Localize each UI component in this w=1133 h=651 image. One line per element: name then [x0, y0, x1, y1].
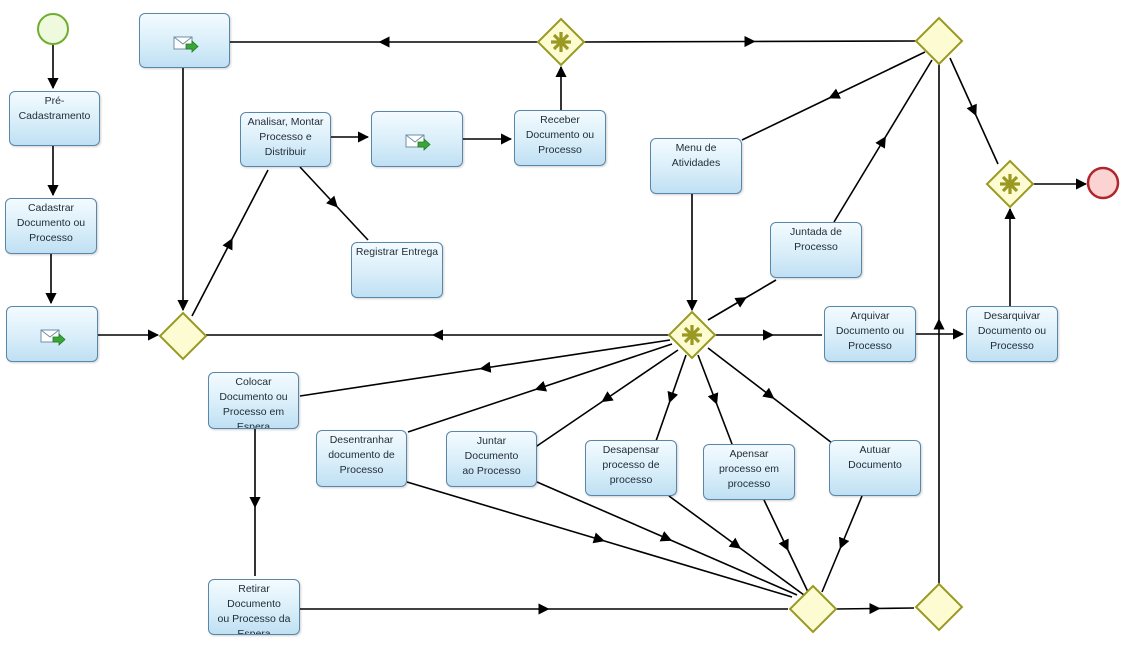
task-label: Registrar Entrega [355, 246, 439, 258]
complex-marker-icon [551, 32, 571, 52]
task-label: Autuar Documento [848, 444, 902, 471]
flow-desentranhar-gwbottom [406, 481, 793, 598]
flow-analisar-registrar [299, 166, 369, 241]
task-registrar[interactable]: Registrar Entrega [351, 242, 443, 298]
task-label: Pré-Cadastramento [18, 95, 91, 122]
flow-juntada-gwtop [833, 59, 933, 223]
flow-autuar-gwbottom [821, 495, 863, 593]
task-send-left[interactable] [6, 306, 98, 362]
flow-center-apensar [697, 354, 733, 445]
flow-gwtop-menu [741, 51, 926, 141]
envelope-send-icon [40, 329, 66, 346]
envelope-send-icon [173, 36, 199, 53]
gw-top-mid-gateway[interactable] [536, 17, 586, 67]
flow-center-colocar [299, 339, 671, 397]
task-autuar[interactable]: Autuar Documento [829, 440, 921, 496]
gw-right-gateway[interactable] [985, 159, 1035, 209]
start-event[interactable] [37, 13, 69, 45]
gw-top-right-gateway[interactable] [914, 16, 964, 66]
gw-bottom-gateway[interactable] [788, 584, 838, 634]
task-send-mid[interactable] [371, 111, 463, 167]
flow-center-desentranhar [407, 343, 673, 433]
gw-center-gateway[interactable] [667, 310, 717, 360]
flow-desapensar-gwbottom [668, 495, 805, 596]
flow-gw-gwtop [583, 35, 917, 48]
flow-center-juntada [707, 279, 777, 321]
task-pre-cadastramento[interactable]: Pré-Cadastramento [9, 91, 100, 146]
flow-juntar-gwbottom [536, 481, 798, 596]
gw-left-gateway[interactable] [158, 311, 208, 361]
complex-marker-icon [1000, 174, 1020, 194]
flow-gw-analisar [191, 169, 269, 317]
flow-center-autuar [707, 347, 833, 444]
complex-marker-icon [682, 325, 702, 345]
envelope-send-icon [405, 134, 431, 151]
gw-bottom-right-gateway[interactable] [914, 582, 964, 632]
flow-gwtop-gwright [949, 57, 999, 165]
flow-center-juntar [533, 349, 679, 449]
flow-center-desapensar [655, 354, 687, 442]
flow-apensar-gwbottom [763, 499, 809, 593]
flow-gwbottom-gwbr [835, 602, 915, 615]
end-event[interactable] [1086, 166, 1120, 200]
task-send-top[interactable] [139, 13, 230, 68]
